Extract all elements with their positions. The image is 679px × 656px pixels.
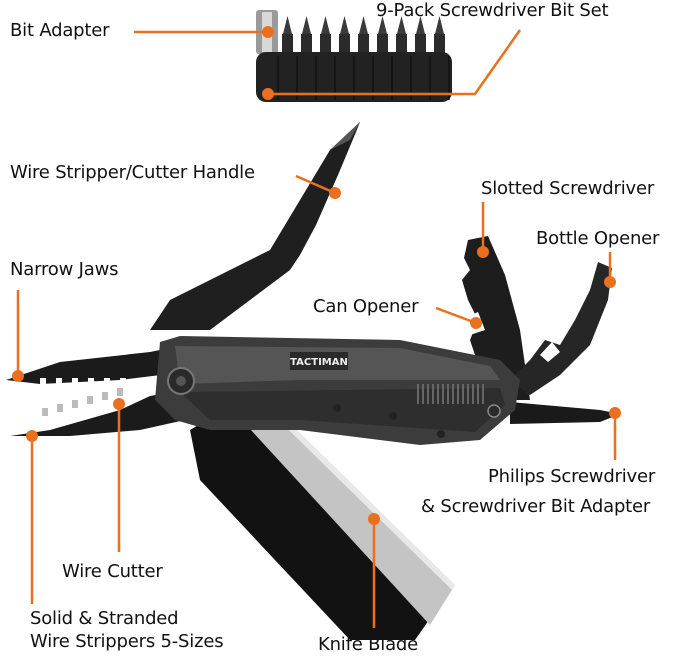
bit-tip	[283, 16, 292, 34]
bit-tip	[435, 16, 444, 34]
grip-ridges	[417, 384, 484, 404]
marker-dot-strippers	[26, 430, 38, 442]
bit-tip	[397, 16, 406, 34]
brand-plate	[290, 352, 348, 370]
marker-dot-narrow-jaws	[12, 370, 24, 382]
tooth-gap	[120, 378, 126, 384]
rear-screw	[487, 404, 501, 418]
knife-edge	[254, 392, 455, 590]
rivet	[389, 412, 397, 420]
leader-handle	[295, 174, 336, 195]
marker-dot-bit-adapter	[262, 26, 274, 38]
callout-knife-blade: Knife Blade	[318, 634, 419, 655]
bit-tip	[416, 16, 425, 34]
marker-dot-slotted	[477, 246, 489, 258]
brand-logo: TACTIMAN	[290, 357, 348, 368]
bottle-opener-arm	[510, 262, 612, 395]
leader-can-opener	[435, 306, 477, 325]
size-marking: 2.4	[87, 407, 97, 419]
rivet	[333, 404, 341, 412]
philips-screwdriver	[510, 402, 620, 424]
bit-tip	[359, 16, 368, 34]
stripper-notch	[57, 404, 63, 412]
callout-handle: Wire Stripper/Cutter Handle	[10, 162, 255, 183]
bit-shank	[339, 34, 350, 56]
stripper-notch	[87, 396, 93, 404]
leader-bit-set	[268, 29, 522, 96]
handle-tip	[330, 122, 360, 150]
tooth-gap	[104, 378, 110, 384]
stripper-notch	[102, 392, 108, 400]
stripper-notch	[117, 388, 123, 396]
knife-blade	[228, 392, 455, 625]
callout-philips-line1: Philips Screwdriver	[488, 466, 656, 487]
holder-ridges	[277, 56, 450, 100]
callout-strippers-line2: Wire Strippers 5-Sizes	[30, 631, 224, 652]
callout-bit-adapter: Bit Adapter	[10, 20, 110, 41]
upper-jaw-teeth	[40, 378, 126, 384]
callout-narrow-jaws: Narrow Jaws	[10, 259, 119, 280]
lower-jaw	[10, 390, 185, 436]
callout-strippers-line1: Solid & Stranded	[30, 608, 179, 629]
bit-set	[256, 10, 452, 102]
marker-dot-wire-cutter	[113, 398, 125, 410]
size-marking: 2.8	[101, 403, 111, 415]
stripper-notch	[72, 400, 78, 408]
tooth-gap	[88, 378, 94, 384]
marker-dot-philips	[609, 407, 621, 419]
marker-dot-bit-set	[262, 88, 274, 100]
tooth-gap	[40, 378, 46, 384]
bit-shank	[396, 34, 407, 56]
bit-shank	[320, 34, 331, 56]
size-marking: 2	[73, 417, 81, 423]
callout-can-opener: Can Opener	[313, 296, 419, 317]
rivet	[437, 430, 445, 438]
bit-shank	[377, 34, 388, 56]
bit-tip	[340, 16, 349, 34]
marker-dot-can-opener	[470, 317, 482, 329]
callout-leaders	[12, 26, 621, 628]
callout-slotted-screwdriver: Slotted Screwdriver	[481, 178, 655, 199]
bit-shank	[434, 34, 445, 56]
bit-tip	[302, 16, 311, 34]
bit-shank	[282, 34, 293, 56]
tooth-gap	[72, 378, 78, 384]
callout-bottle-opener: Bottle Opener	[536, 228, 660, 249]
bit-tip	[378, 16, 387, 34]
knife-back	[190, 400, 450, 640]
bit-shank	[358, 34, 369, 56]
callout-bit-set: 9-Pack Screwdriver Bit Set	[376, 0, 609, 21]
callout-philips-line2: & Screwdriver Bit Adapter	[421, 496, 651, 517]
marker-dot-knife	[368, 513, 380, 525]
lower-jaw-teeth	[42, 388, 123, 416]
size-marking: 1.5	[59, 415, 69, 427]
bit-shank	[415, 34, 426, 56]
stripper-notch	[42, 408, 48, 416]
callout-wire-cutter: Wire Cutter	[62, 561, 163, 582]
screwdriver-bits	[282, 16, 445, 56]
pivot-screw-center	[176, 376, 186, 386]
tooth-gap	[56, 378, 62, 384]
bit-tip	[321, 16, 330, 34]
upper-jaw	[6, 345, 185, 384]
size-marking: 1	[45, 425, 53, 431]
bit-shank	[301, 34, 312, 56]
marker-dot-handle	[329, 187, 341, 199]
marker-dot-bottle-opener	[604, 276, 616, 288]
bottle-opener-hook	[540, 342, 560, 362]
